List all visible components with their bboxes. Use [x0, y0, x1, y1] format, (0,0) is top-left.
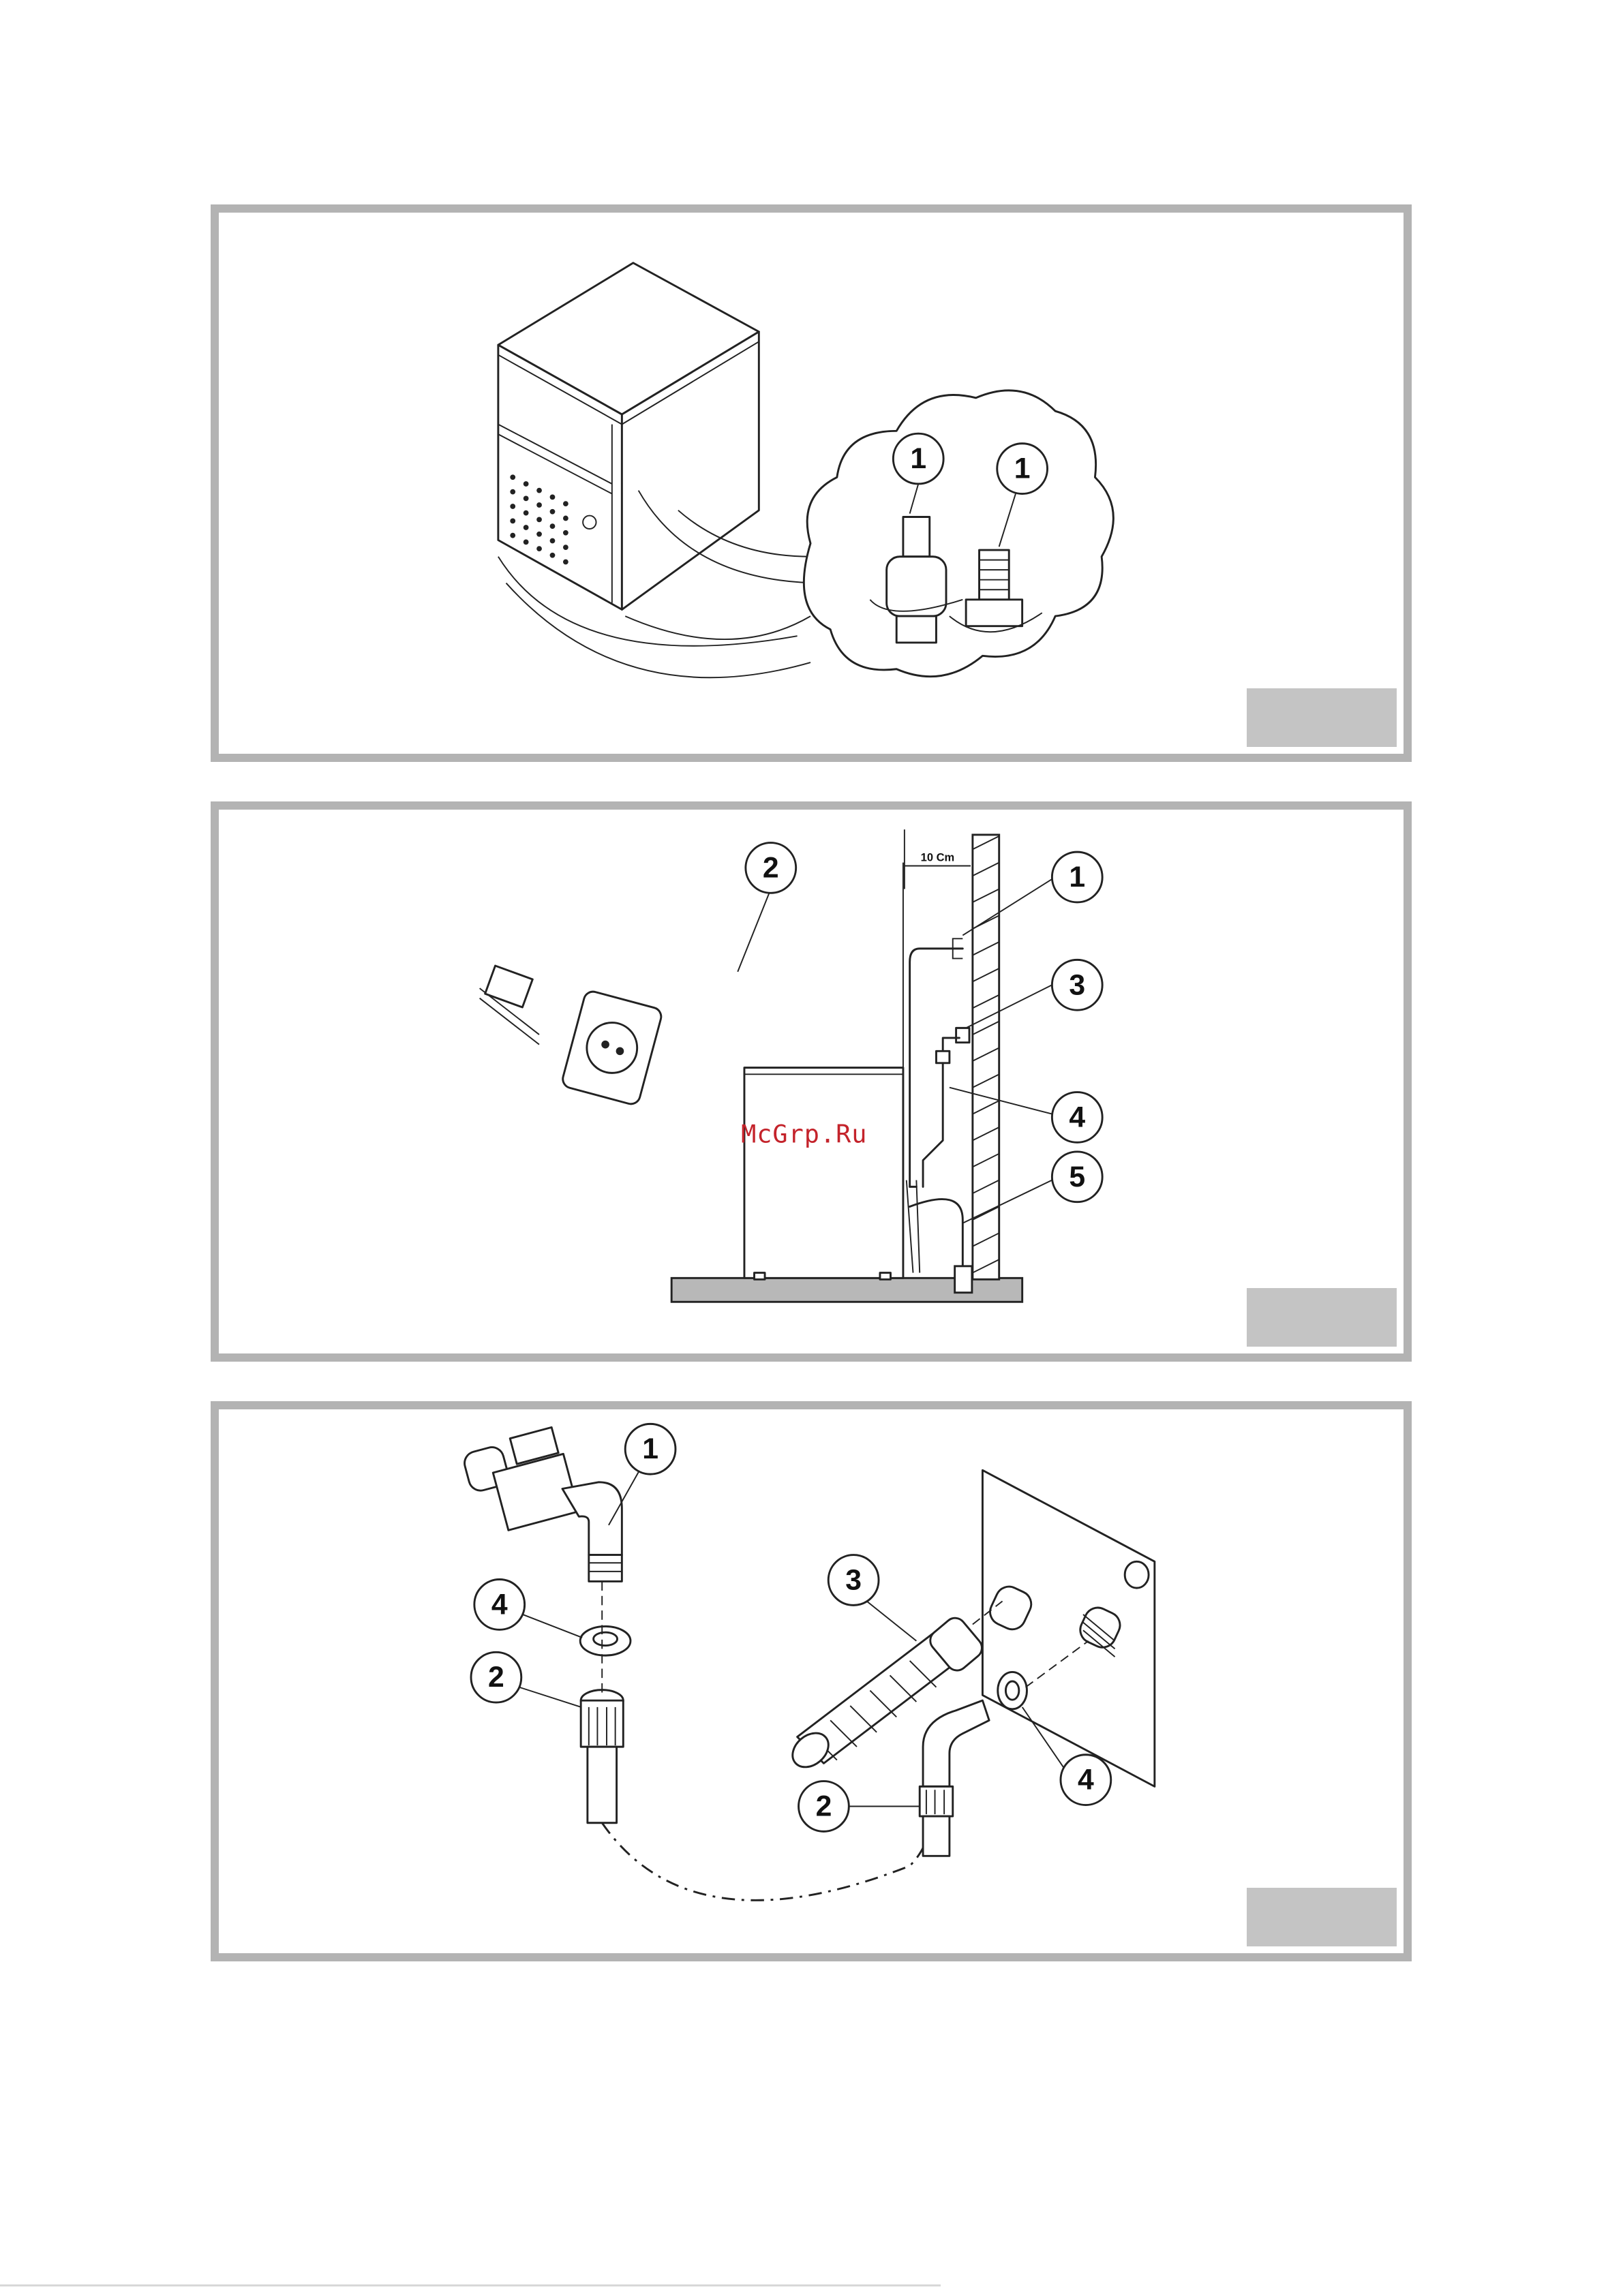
- callout-4-left: 4: [474, 1579, 582, 1637]
- watermark-text: McGrp.Ru: [741, 1119, 867, 1148]
- callout-2: 2: [738, 843, 795, 972]
- callout-2-right: 2: [799, 1781, 920, 1832]
- figure-panel-3: 1 4 2 3 4 2: [211, 1401, 1412, 1961]
- callout-label: 5: [1069, 1161, 1085, 1193]
- callout-label: 3: [1069, 968, 1085, 1001]
- plug-and-socket: [480, 966, 663, 1106]
- callout-label: 1: [1069, 861, 1085, 893]
- hose-connection-diagram: 1 4 2 3 4 2: [219, 1409, 1404, 1953]
- callout-label: 3: [845, 1563, 862, 1596]
- ice-maker-cabinet: [498, 263, 759, 610]
- callout-label: 2: [816, 1790, 832, 1822]
- water-tap: [462, 1427, 622, 1581]
- ice-maker-feet-diagram: 1 1: [219, 213, 1404, 754]
- callout-label: 4: [1069, 1101, 1085, 1133]
- hose-fitting-left: [581, 1581, 623, 1822]
- figure-number-box: [1247, 1288, 1397, 1347]
- callout-label: 1: [1014, 453, 1031, 485]
- washer-left: [580, 1626, 631, 1655]
- dimension-label: 10 Cm: [921, 852, 955, 864]
- callout-label: 2: [763, 851, 779, 884]
- figure-panel-1: 1 1: [211, 204, 1412, 762]
- supply-and-drain-lines: [907, 938, 972, 1292]
- callout-label: 2: [488, 1661, 504, 1694]
- detail-cloud: [804, 391, 1113, 677]
- callout-label: 4: [491, 1588, 508, 1621]
- page-bottom-rule: [0, 2284, 941, 2286]
- clearance-dimension: 10 Cm: [905, 829, 971, 889]
- figure-number-box: [1247, 688, 1397, 747]
- installation-clearance-diagram: 10 Cm McGrp.Ru 1: [219, 810, 1404, 1353]
- ice-maker-side: [744, 863, 903, 1280]
- callout-label: 4: [1078, 1764, 1094, 1796]
- connection-path: [602, 1820, 930, 1900]
- figure-panel-2: 10 Cm McGrp.Ru 1: [211, 801, 1412, 1362]
- elbow-fitting-right: [920, 1700, 989, 1856]
- appliance-back-panel: [982, 1470, 1154, 1786]
- callout-2-left: 2: [471, 1652, 581, 1707]
- callout-label: 1: [642, 1433, 658, 1465]
- callout-3: 3: [828, 1555, 916, 1641]
- corrugated-drain-hose: [786, 1602, 1003, 1775]
- figure-number-box: [1247, 1888, 1397, 1946]
- callout-label: 1: [910, 442, 926, 475]
